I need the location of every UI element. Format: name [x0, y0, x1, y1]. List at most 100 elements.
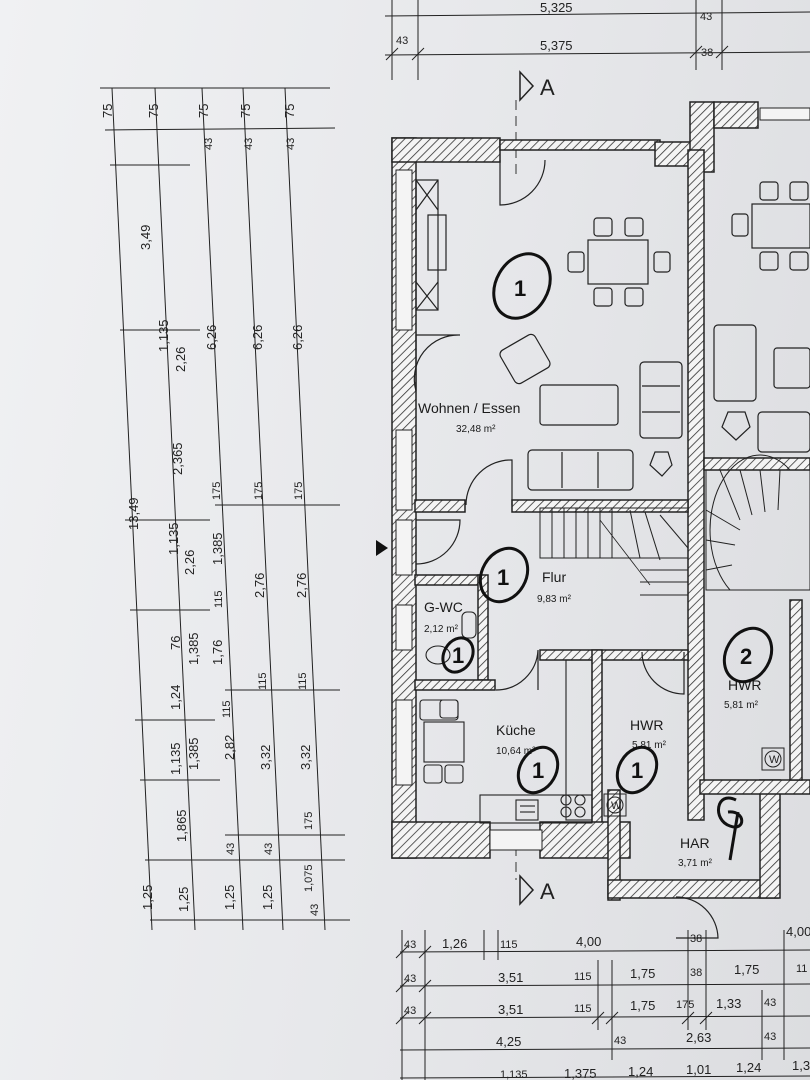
bottom-dim-r3-3: 1,75: [630, 998, 655, 1013]
left-dim-c2-6: 1,385: [186, 632, 201, 665]
left-dim-c3-5: 115: [213, 590, 225, 608]
svg-text:W: W: [611, 800, 622, 812]
top-dim-c: 43: [396, 35, 408, 47]
hand-mark-1d: 1: [532, 758, 544, 783]
left-dim-c3-4: 1,385: [210, 532, 225, 565]
sofa-right: [713, 324, 810, 453]
bottom-dim-r5-4: 1,24: [736, 1060, 761, 1075]
left-dim-c1-4: 1,25: [140, 885, 155, 910]
left-dim-c5-3: 175: [293, 482, 305, 500]
hand-mark-1e: 1: [631, 758, 643, 783]
bottom-dim-r1-1: 1,26: [442, 936, 467, 951]
left-dim-c5-1: 75: [282, 104, 297, 118]
left-dim-c2-4: 2,26: [182, 550, 197, 575]
room-wohnen-name: Wohnen / Essen: [418, 400, 520, 416]
left-dim-c1-3: 1,865: [174, 809, 189, 842]
top-dim-a: 5,325: [540, 0, 573, 15]
stairs-right-unit: [705, 454, 810, 591]
hand-mark-1b: 1: [497, 565, 509, 590]
bottom-dim-r1-4: 38: [690, 933, 702, 945]
room-kueche-name: Küche: [496, 722, 536, 738]
windows: [395, 107, 810, 851]
left-dim-c4-8: 1,25: [260, 885, 275, 910]
room-gwc-area: 2,12 m²: [424, 624, 459, 635]
bottom-dim-r4-0: 4,25: [496, 1034, 521, 1049]
entry-arrow-icon: [376, 540, 388, 556]
bottom-dim-r1-5: 4,00: [786, 924, 810, 939]
kitchen-fixtures: [419, 659, 593, 824]
left-dim-c4-0: 43: [243, 138, 255, 150]
room-har-area: 3,71 m²: [678, 858, 713, 869]
hand-mark-1c: 1: [452, 643, 464, 668]
top-dim-d: 43: [700, 11, 712, 23]
tv-cabinet: [415, 179, 447, 311]
left-dim-c5-7: 175: [303, 812, 315, 830]
left-dim-c5-4: 2,76: [294, 573, 309, 598]
left-dim-c4-2: 6,26: [250, 325, 265, 350]
bottom-dim-r4-1: 43: [614, 1035, 626, 1047]
top-dimensions: [384, 0, 810, 80]
svg-text:A: A: [540, 879, 555, 904]
bottom-dim-r2-0: 43: [404, 973, 416, 985]
bottom-dim-r2-1: 3,51: [498, 970, 523, 985]
left-dim-c4-1: 75: [238, 104, 253, 118]
room-hwr2-area: 5,81 m²: [724, 700, 759, 711]
left-dim-c5-8: 1,075: [303, 864, 315, 892]
hand-mark-1a: 1: [514, 276, 526, 301]
bottom-dim-r5-2: 1,24: [628, 1064, 653, 1079]
left-dim-c1-2: 2,365: [170, 442, 185, 475]
left-dim-total: 13,49: [126, 497, 141, 530]
left-dim-c2-3: 1,135: [166, 522, 181, 555]
left-dim-c2-7: 1,24: [168, 685, 183, 710]
bottom-dim-r3-2: 115: [574, 1003, 592, 1015]
washer-icon: W: [603, 793, 627, 817]
left-dim-c3-6: 1,76: [210, 640, 225, 665]
left-dim-c3-2: 6,26: [204, 325, 219, 350]
bottom-dim-r5-3: 1,01: [686, 1062, 711, 1077]
left-dim-c3-8: 2,82: [222, 735, 237, 760]
left-dimension-lines: [100, 87, 350, 931]
bottom-dim-r5-1: 1,375: [564, 1066, 597, 1080]
room-hwr1-area: 5,81 m²: [632, 740, 667, 751]
left-dim-c1-1: 3,49: [138, 225, 153, 250]
left-dim-c2-1: 1,135: [156, 319, 171, 352]
hand-mark-2: 2: [740, 644, 752, 669]
section-marker-bottom: A: [519, 874, 555, 906]
left-dim-c2-2: 2,26: [173, 347, 188, 372]
walls: [391, 101, 810, 901]
left-dim-c1-0: 75: [100, 104, 115, 118]
svg-text:W: W: [769, 754, 780, 766]
left-dim-c4-7: 43: [263, 843, 275, 855]
washer-icon-right: W: [761, 747, 785, 771]
left-dim-c5-0: 43: [285, 138, 297, 150]
bottom-dim-r4-3: 43: [764, 1031, 776, 1043]
dining-table: [567, 217, 671, 307]
bottom-dim-r3-0: 43: [404, 1005, 416, 1017]
left-dim-c5-6: 3,32: [298, 745, 313, 770]
left-dim-c2-9: 1,385: [186, 737, 201, 770]
left-dim-c3-1: 75: [196, 104, 211, 118]
bottom-dim-r1-0: 43: [404, 939, 416, 951]
bottom-dim-r2-2: 115: [574, 971, 592, 983]
room-gwc-name: G-WC: [424, 599, 463, 615]
bottom-dimension-lines: [395, 930, 810, 1080]
svg-text:A: A: [540, 75, 555, 100]
handwritten-marks: [441, 252, 774, 861]
door-swings: [413, 159, 719, 939]
bottom-dim-r3-6: 43: [764, 997, 776, 1009]
room-flur-area: 9,83 m²: [537, 594, 572, 605]
bottom-dim-r2-6: 11: [796, 963, 807, 975]
bottom-dim-r3-1: 3,51: [498, 1002, 523, 1017]
top-dim-e: 38: [701, 47, 713, 59]
left-dim-c2-8: 1,135: [168, 742, 183, 775]
left-dim-c2-5: 76: [168, 636, 183, 650]
left-dim-c2-0: 75: [146, 104, 161, 118]
left-dim-c3-3: 175: [211, 482, 223, 500]
left-dim-c3-0: 43: [203, 138, 215, 150]
left-dim-c5-2: 6,26: [290, 325, 305, 350]
dining-table-right: [731, 181, 810, 271]
bottom-dim-r3-5: 1,33: [716, 996, 741, 1011]
stairs-flur: [539, 507, 689, 596]
